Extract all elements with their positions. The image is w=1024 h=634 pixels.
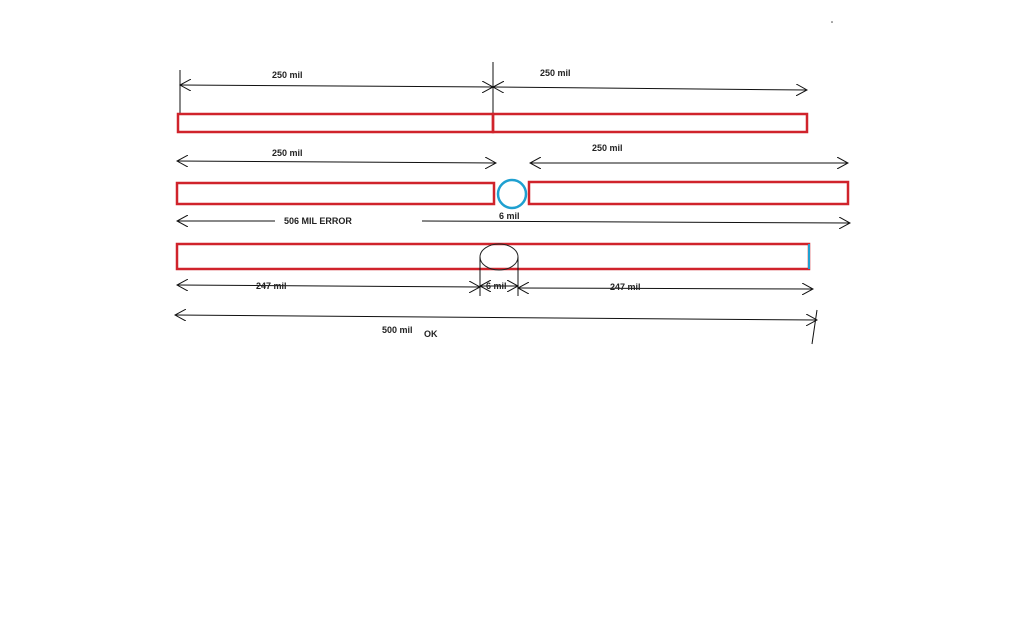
trace-segment-left [175,181,496,206]
row1-right-label: 250 mil [540,68,571,78]
row3-gap-label: 6 mil [486,281,507,291]
row3-right-label: 247 mil [610,282,641,292]
via-outline-icon [479,243,519,271]
row2-trace-with-via: 250 mil 250 mil 6 mil 506 MIL ERROR [175,143,850,226]
row3-continuous-trace: 247 mil 6 mil 247 mil 500 mil OK [175,242,818,345]
trace-segment-right [527,180,850,206]
dimension-left [180,85,493,87]
trace-continuous [175,242,811,271]
row3-left-label: 247 mil [256,281,287,291]
row3-status-label: OK [424,329,438,339]
row2-left-label: 250 mil [272,148,303,158]
stray-dot [831,21,833,23]
dimension-total-right [421,221,850,223]
dimension-left [177,285,480,287]
row2-right-label: 250 mil [592,143,623,153]
trace-segment-right [491,112,809,134]
extension-line [811,309,818,345]
row1-left-label: 250 mil [272,70,303,80]
dimension-total [175,315,817,320]
row2-total-error-label: 506 MIL ERROR [284,216,352,226]
row2-gap-label: 6 mil [499,211,520,221]
dimension-right [493,87,807,90]
dimension-left [177,161,496,163]
dimension-right [518,288,813,289]
trace-segment-left [176,112,495,134]
via-icon [496,178,528,210]
row3-total-label: 500 mil [382,325,413,335]
row1-split-trace: 250 mil 250 mil [176,62,809,134]
